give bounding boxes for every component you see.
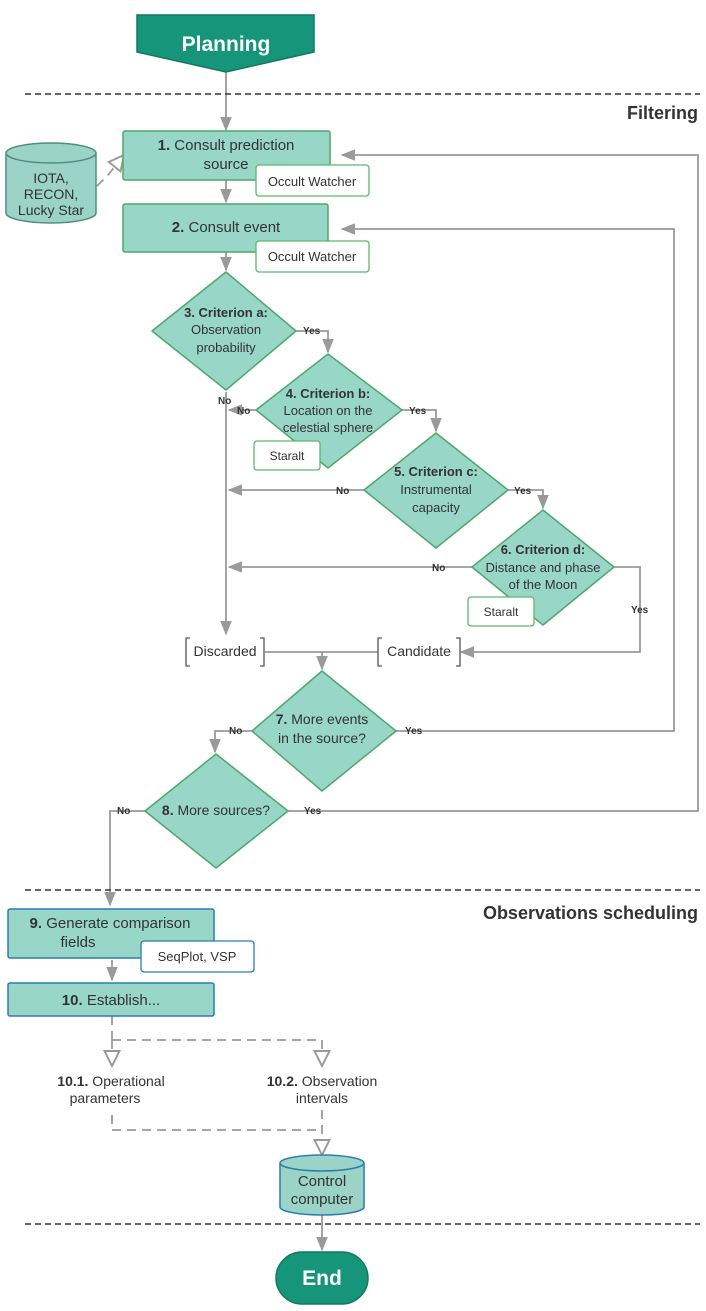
step9-tool-note: SeqPlot, VSP: [140, 940, 255, 973]
arrow-step3-yes: [296, 330, 334, 354]
arrow-discarded-to-step7: [265, 651, 328, 671]
step2-label: 2. Consult event: [172, 219, 281, 236]
database-line1: IOTA,: [33, 170, 69, 186]
step10-1-line1: 10.1. Operational: [57, 1073, 164, 1089]
step7-more-events: 7. More events in the source?: [251, 670, 397, 792]
step4-criterion-b: 4. Criterion b: Location on the celestia…: [255, 353, 403, 469]
step10-label: 10. Establish...: [62, 992, 160, 1009]
step1-tool-note: Occult Watcher: [255, 164, 370, 197]
arrow-step6-yes: [459, 566, 641, 658]
outcome-candidate: Candidate: [377, 637, 461, 667]
step5-title: 5. Criterion c:: [394, 464, 478, 479]
step3-line3: probability: [196, 340, 256, 355]
arrow-step4-yes: [402, 409, 442, 433]
step5-line2: Instrumental: [400, 482, 472, 497]
step7-line1: 7. More events: [276, 711, 369, 727]
step8-no-label: No: [117, 806, 130, 817]
candidate-label: Candidate: [387, 643, 451, 659]
step7-line2: in the source?: [278, 730, 366, 746]
step10-2-line2: intervals: [296, 1090, 348, 1106]
planning-start: Planning: [136, 14, 315, 73]
step10-establish: 10. Establish...: [7, 982, 215, 1017]
step4-line3: celestial sphere: [283, 420, 373, 435]
step6-line3: of the Moon: [509, 577, 578, 592]
step2-consult-event: 2. Consult event: [122, 203, 329, 253]
end-label: End: [302, 1267, 342, 1290]
step3-yes-label: Yes: [303, 326, 321, 337]
dashed-connectors: [96, 155, 322, 1155]
discarded-label: Discarded: [193, 643, 256, 659]
step4-no-label: No: [237, 406, 250, 417]
planning-label: Planning: [182, 33, 271, 56]
section-filtering: Filtering: [627, 103, 698, 123]
step9-line2: fields: [60, 934, 95, 951]
control-computer-database: Control computer: [279, 1154, 365, 1216]
step9-note-text: SeqPlot, VSP: [158, 949, 237, 964]
step4-yes-label: Yes: [409, 406, 427, 417]
step8-label: 8. More sources?: [162, 802, 270, 818]
step8-yes-label: Yes: [304, 806, 322, 817]
step10-1-line2: parameters: [70, 1090, 141, 1106]
section-dividers: [25, 93, 700, 1225]
step6-no-label: No: [432, 563, 445, 574]
step4-title: 4. Criterion b:: [286, 386, 371, 401]
step5-line3: capacity: [412, 500, 460, 515]
end-terminal: End: [275, 1251, 369, 1305]
database-line3: Lucky Star: [18, 202, 84, 218]
step6-title: 6. Criterion d:: [501, 542, 586, 557]
step5-criterion-c: 5. Criterion c: Instrumental capacity: [363, 432, 509, 549]
control-line2: computer: [291, 1191, 354, 1208]
step3-line2: Observation: [191, 322, 261, 337]
section-scheduling: Observations scheduling: [483, 903, 698, 923]
step10-2-line1: 10.2. Observation: [267, 1073, 378, 1089]
arrow-to-10-2: [112, 1039, 322, 1066]
step1-line2: source: [203, 156, 248, 173]
control-line1: Control: [298, 1173, 346, 1190]
branch-labels: Yes No No Yes No Yes No Yes No Yes No Ye…: [117, 326, 649, 817]
arrow-step5-yes: [508, 489, 549, 510]
step8-more-sources: 8. More sources?: [144, 753, 289, 869]
step3-criterion-a: 3. Criterion a: Observation probability: [151, 271, 297, 391]
step4-note-text: Staralt: [270, 449, 305, 463]
step1-line1: 1. Consult prediction: [158, 137, 295, 154]
arrow-database-to-step1: [96, 155, 124, 187]
connectors: [104, 72, 699, 1252]
step10-2-observation-intervals: 10.2. Observation intervals: [267, 1073, 378, 1106]
arrow-step7-no: [209, 730, 252, 754]
step6-note-text: Staralt: [484, 605, 519, 619]
step6-tool-note: Staralt: [467, 596, 535, 627]
step7-yes-label: Yes: [405, 726, 423, 737]
step5-yes-label: Yes: [514, 486, 532, 497]
step4-tool-note: Staralt: [253, 440, 321, 471]
outcome-discarded: Discarded: [185, 637, 265, 667]
step2-note-text: Occult Watcher: [268, 249, 357, 264]
arrow-step8-no: [104, 810, 145, 907]
step5-no-label: No: [336, 486, 349, 497]
arrow-step7-yes: [340, 223, 675, 732]
step6-line2: Distance and phase: [486, 560, 601, 575]
step4-line2: Location on the: [284, 403, 373, 418]
step3-title: 3. Criterion a:: [184, 305, 268, 320]
step1-note-text: Occult Watcher: [268, 174, 357, 189]
step3-no-label: No: [218, 396, 231, 407]
prediction-sources-database: IOTA, RECON, Lucky Star: [5, 142, 97, 224]
step10-1-operational-parameters: 10.1. Operational parameters: [57, 1073, 164, 1106]
step9-line1: 9. Generate comparison: [30, 915, 191, 932]
step6-criterion-d: 6. Criterion d: Distance and phase of th…: [471, 509, 615, 626]
arrow-step8-yes: [288, 149, 699, 812]
dashed-10-1-merge: [111, 1115, 322, 1131]
step2-tool-note: Occult Watcher: [255, 240, 370, 273]
step6-yes-label: Yes: [631, 605, 649, 616]
step7-no-label: No: [229, 726, 242, 737]
database-line2: RECON,: [24, 186, 78, 202]
